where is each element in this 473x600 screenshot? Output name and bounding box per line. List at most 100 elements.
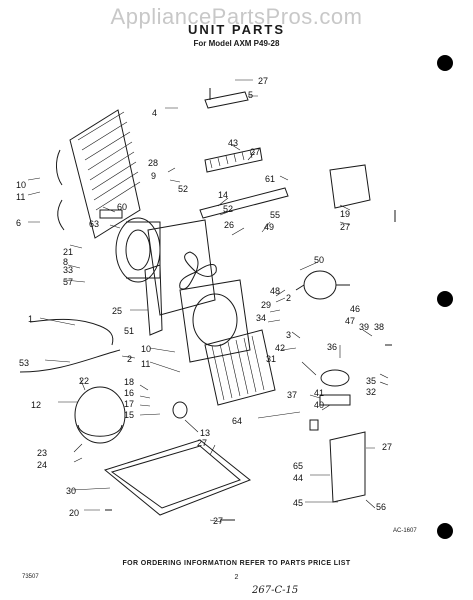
punch-hole-top xyxy=(437,55,453,71)
page-title: UNIT PARTS xyxy=(187,22,286,37)
control-bracket xyxy=(329,164,371,209)
part-callout: 32 xyxy=(366,387,376,397)
heater-element xyxy=(204,147,263,173)
part-callout: 38 xyxy=(374,322,384,332)
part-callout: 15 xyxy=(124,410,134,420)
part-callout: 27 xyxy=(258,76,268,86)
part-callout: 29 xyxy=(261,300,271,310)
part-callout: 44 xyxy=(293,473,303,483)
part-callout: 10 xyxy=(141,344,151,354)
part-callout: 53 xyxy=(19,358,29,368)
blower-wheel xyxy=(115,217,161,283)
page-number: 2 xyxy=(234,574,239,581)
part-callout: 16 xyxy=(124,388,134,398)
power-cord xyxy=(29,318,114,346)
part-callout: 22 xyxy=(79,376,89,386)
part-callout: 46 xyxy=(350,304,360,314)
part-callout: 27 xyxy=(340,222,350,232)
part-callout: 52 xyxy=(178,184,188,194)
part-callout: 17 xyxy=(124,399,134,409)
base-pan xyxy=(103,439,251,516)
part-callout: 61 xyxy=(265,174,275,184)
part-callout: 2 xyxy=(127,354,132,364)
part-callout: 23 xyxy=(37,448,47,458)
part-callout: 56 xyxy=(376,502,386,512)
part-callout: 27 xyxy=(197,438,207,448)
part-callout: 50 xyxy=(314,255,324,265)
footer-note: FOR ORDERING INFORMATION REFER TO PARTS … xyxy=(122,560,351,567)
part-callout: 1 xyxy=(28,314,33,324)
part-callout: 57 xyxy=(63,277,73,287)
part-callout: 24 xyxy=(37,460,47,470)
part-callout: 18 xyxy=(124,377,134,387)
part-callout: 31 xyxy=(266,354,276,364)
compressor xyxy=(74,386,126,444)
part-callout: 6 xyxy=(16,218,21,228)
part-callout: 36 xyxy=(327,342,337,352)
punch-hole-bottom xyxy=(437,523,453,539)
part-callout: 35 xyxy=(366,376,376,386)
part-callout: 47 xyxy=(345,316,355,326)
part-callout: 2 xyxy=(286,293,291,303)
part-callout: 28 xyxy=(148,158,158,168)
condenser-coil xyxy=(56,109,141,239)
part-callout: 21 xyxy=(63,247,73,257)
part-callout: 52 xyxy=(223,204,233,214)
wire-harness xyxy=(19,349,121,373)
callout-labels: 2754432728952611011660638213357145226554… xyxy=(16,76,392,526)
part-callout: 37 xyxy=(287,390,297,400)
part-callout: 49 xyxy=(264,222,274,232)
part-callout: 40 xyxy=(314,400,324,410)
form-number: 73507 xyxy=(22,574,39,580)
partition-pad xyxy=(99,209,123,219)
top-bracket xyxy=(204,91,249,109)
part-callout: 55 xyxy=(270,210,280,220)
part-callout: 30 xyxy=(66,486,76,496)
part-callout: 64 xyxy=(232,416,242,426)
part-callout: 27 xyxy=(213,516,223,526)
part-callout: 19 xyxy=(340,209,350,219)
part-callout: 25 xyxy=(112,306,122,316)
cabinet-panel xyxy=(329,431,366,503)
part-callout: 43 xyxy=(228,138,238,148)
terminal xyxy=(309,419,319,431)
punch-hole-middle xyxy=(437,291,453,307)
part-callout: 4 xyxy=(152,108,157,118)
part-callout: 33 xyxy=(63,265,73,275)
fan-shroud xyxy=(179,279,251,363)
part-callout: 65 xyxy=(293,461,303,471)
part-callout: 9 xyxy=(151,171,156,181)
part-callout: 3 xyxy=(286,330,291,340)
part-callout: 34 xyxy=(256,313,266,323)
part-callout: 51 xyxy=(124,326,134,336)
part-callout: 27 xyxy=(382,442,392,452)
support-bar xyxy=(199,187,289,219)
handwritten-note: 267-C-15 xyxy=(252,585,299,596)
switch xyxy=(319,394,351,406)
part-callout: 5 xyxy=(248,90,253,100)
part-callout: 41 xyxy=(314,388,324,398)
part-callout: 13 xyxy=(200,428,210,438)
fan-blade xyxy=(179,251,217,290)
part-callout: 39 xyxy=(359,322,369,332)
part-callout: 11 xyxy=(16,192,25,202)
model-subtitle: For Model AXM P49-28 xyxy=(193,39,280,48)
capacitor xyxy=(320,369,350,387)
part-callout: 26 xyxy=(224,220,234,230)
part-callout: 45 xyxy=(293,498,303,508)
part-callout: 27 xyxy=(250,147,260,157)
part-callout: 11 xyxy=(141,359,150,369)
part-callout: 14 xyxy=(218,190,228,200)
part-callout: 42 xyxy=(275,343,285,353)
part-callout: 10 xyxy=(16,180,26,190)
overload xyxy=(172,401,188,419)
part-callout: 60 xyxy=(117,202,127,212)
part-callout: 12 xyxy=(31,400,41,410)
evaporator-coil xyxy=(204,329,276,406)
part-callout: 20 xyxy=(69,508,79,518)
watermark: AppliancePartsPros.com xyxy=(110,4,363,29)
part-callout: 48 xyxy=(270,286,280,296)
part-callout: 8 xyxy=(63,257,68,267)
scroll-housing xyxy=(144,219,216,336)
